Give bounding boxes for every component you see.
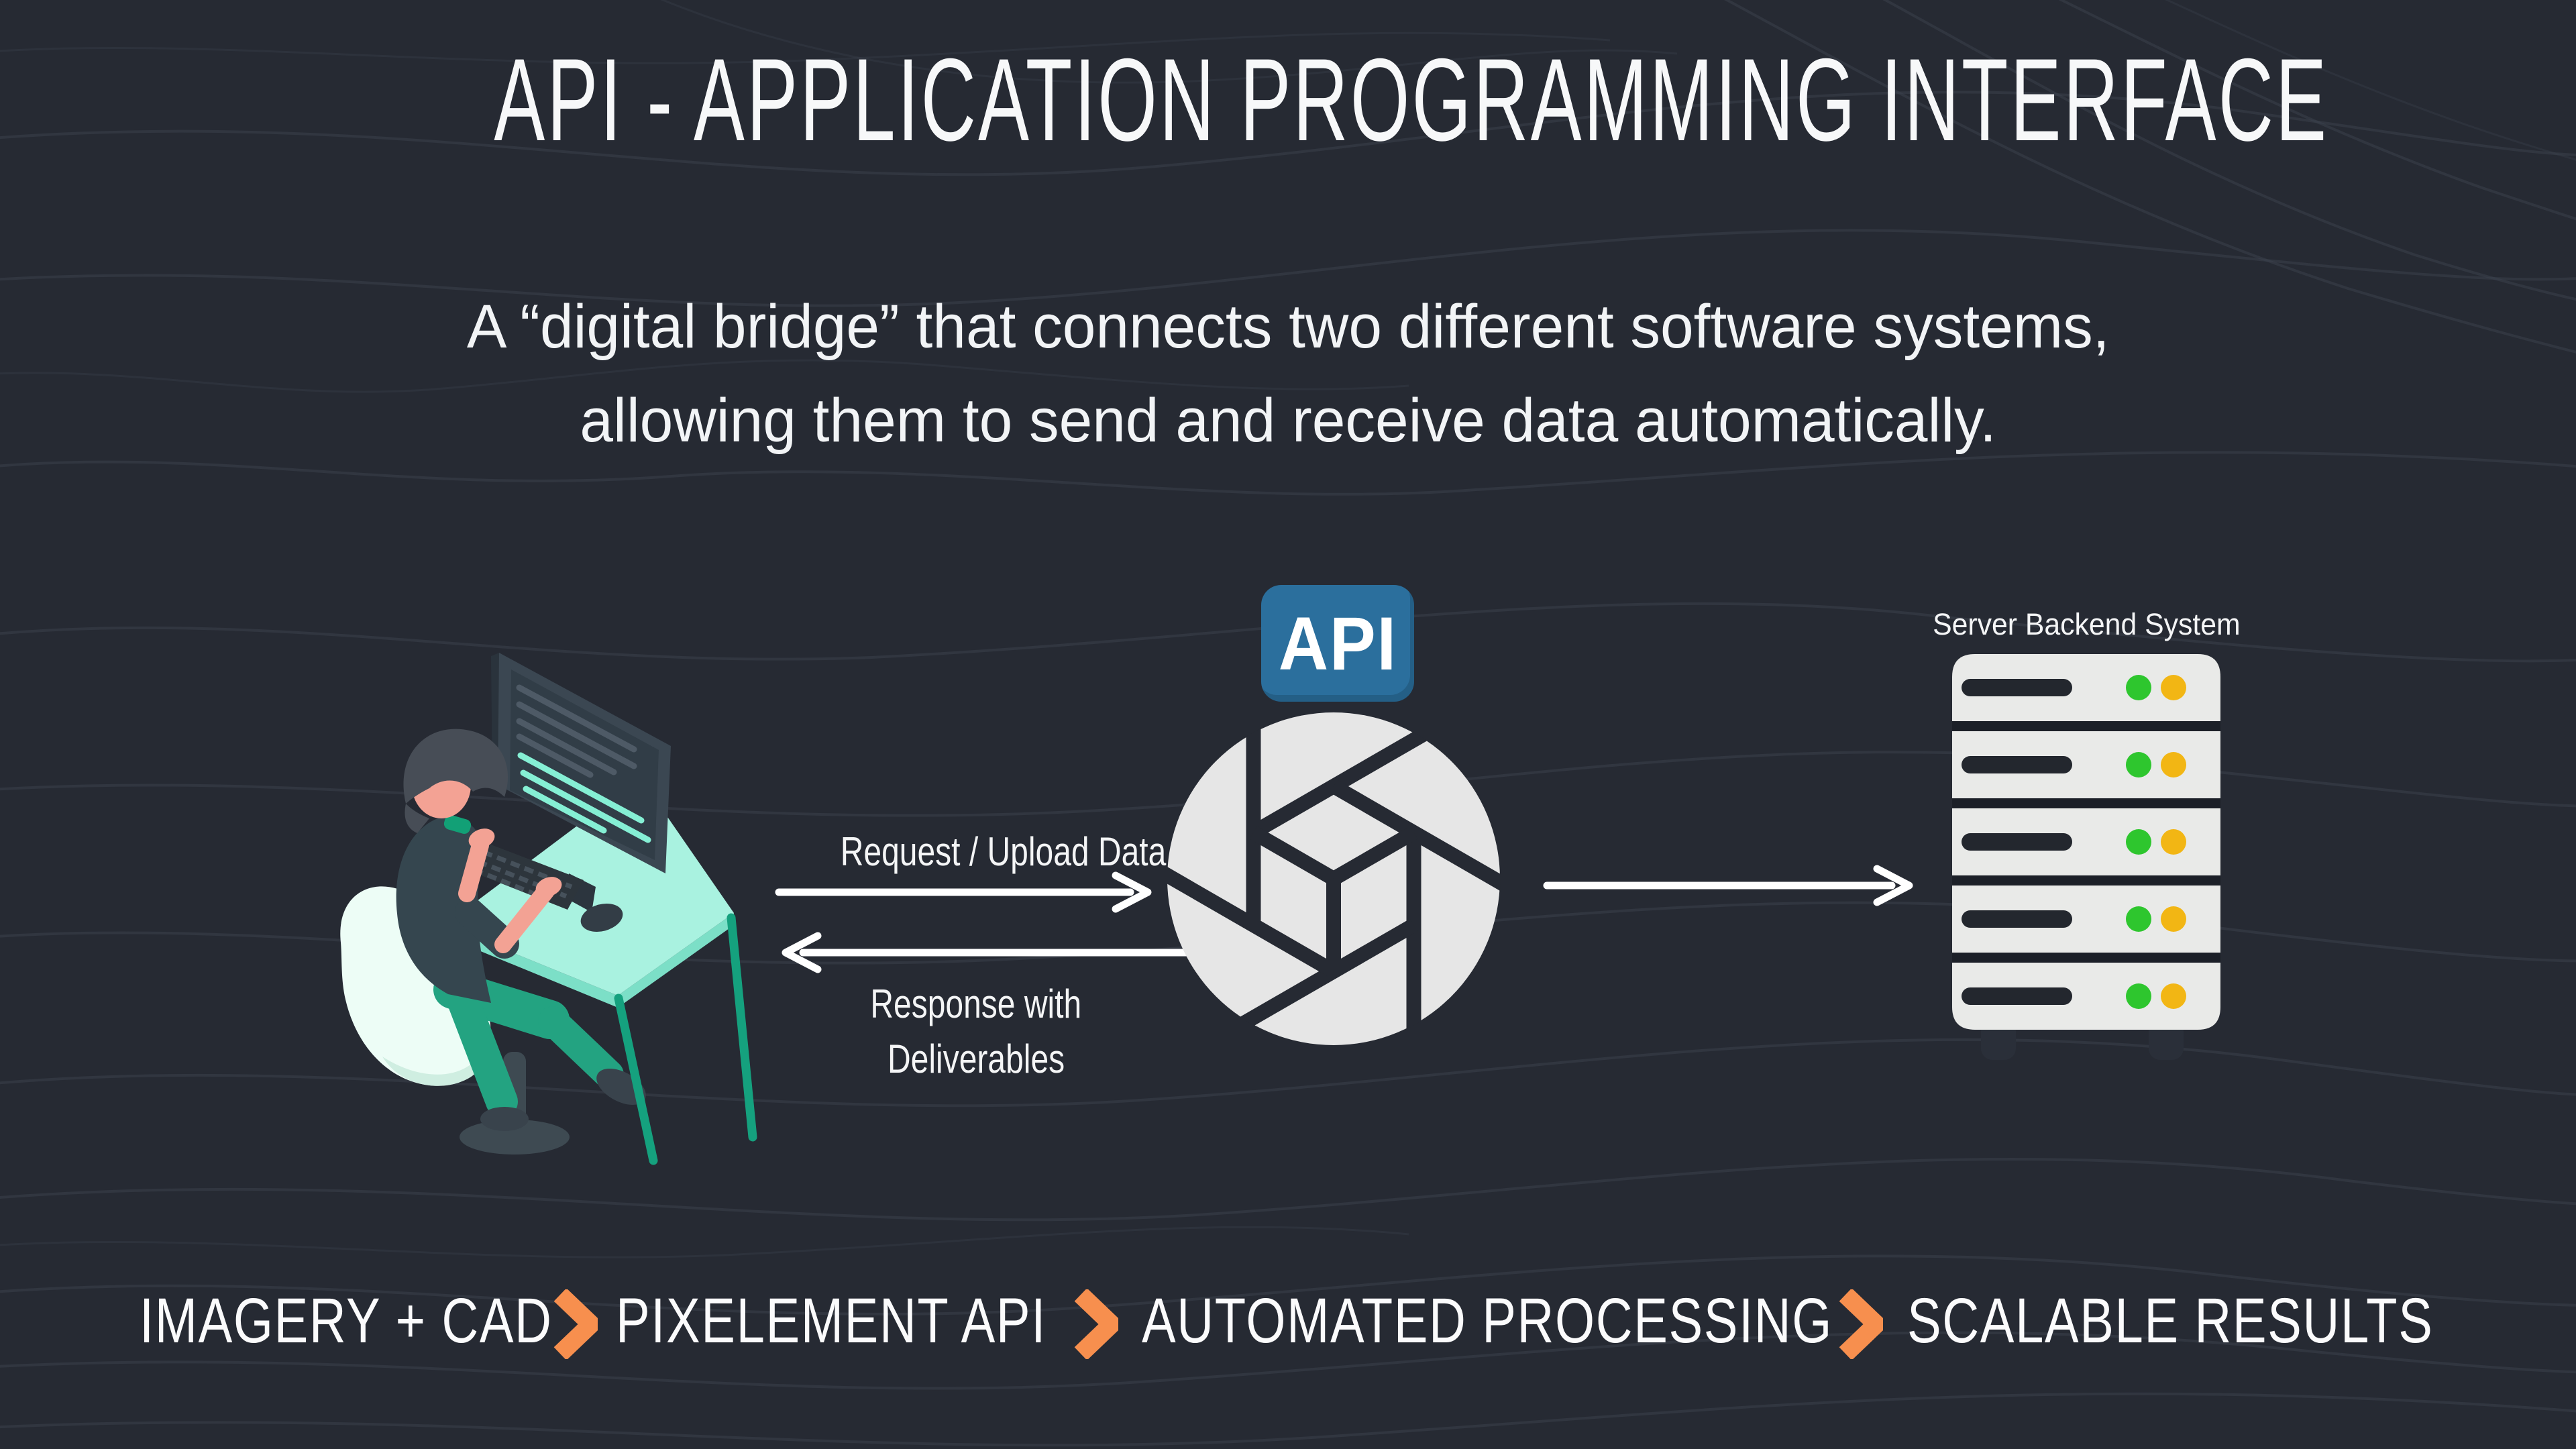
api-badge: API (1261, 585, 1414, 702)
chevron-right-icon (553, 1289, 598, 1359)
api-to-server-arrow-icon (1543, 865, 1913, 906)
flow-step-imagery-cad: IMAGERY + CAD (140, 1285, 553, 1356)
monitor-illustration (491, 653, 671, 912)
yellow-led (2161, 675, 2186, 1009)
person-at-computer-illustration (340, 653, 757, 1165)
green-led (2126, 675, 2151, 1009)
chevron-right-icon (1839, 1289, 1883, 1359)
flow-step-pixelement-api: PIXELEMENT API (616, 1285, 1046, 1356)
shoe (480, 1107, 529, 1131)
page-title-text: API - APPLICATION PROGRAMMING INTERFACE (494, 35, 2329, 166)
code-lines (517, 752, 651, 843)
server-rack-illustration (1952, 654, 2220, 1060)
response-label-line-2: Deliverables (887, 1036, 1065, 1081)
response-label-line-1: Response with (870, 981, 1082, 1026)
flow-step-scalable-results: SCALABLE RESULTS (1907, 1285, 2434, 1356)
request-arrow-icon (775, 871, 1152, 913)
subtitle-line-1: A “digital bridge” that connects two dif… (466, 292, 2110, 361)
mouse-illustration (580, 903, 623, 932)
subtitle: A “digital bridge” that connects two dif… (0, 280, 2576, 468)
server-rows (1952, 654, 2220, 1030)
person-body (396, 729, 562, 1003)
chevron-right-icon (1074, 1289, 1118, 1359)
response-label: Response with Deliverables (808, 977, 1144, 1087)
server-label: Server Backend System (1932, 607, 2241, 641)
response-arrow-icon (782, 932, 1191, 973)
page-title: API - APPLICATION PROGRAMMING INTERFACE (0, 42, 2576, 159)
pixelement-aperture-logo-icon (1167, 712, 1501, 1046)
subtitle-line-2: allowing them to send and receive data a… (580, 386, 1996, 455)
api-badge-label: API (1278, 601, 1397, 686)
flow-step-automated-processing: AUTOMATED PROCESSING (1142, 1285, 1833, 1356)
request-label: Request / Upload Data (840, 829, 1167, 874)
person-legs (433, 970, 624, 1118)
